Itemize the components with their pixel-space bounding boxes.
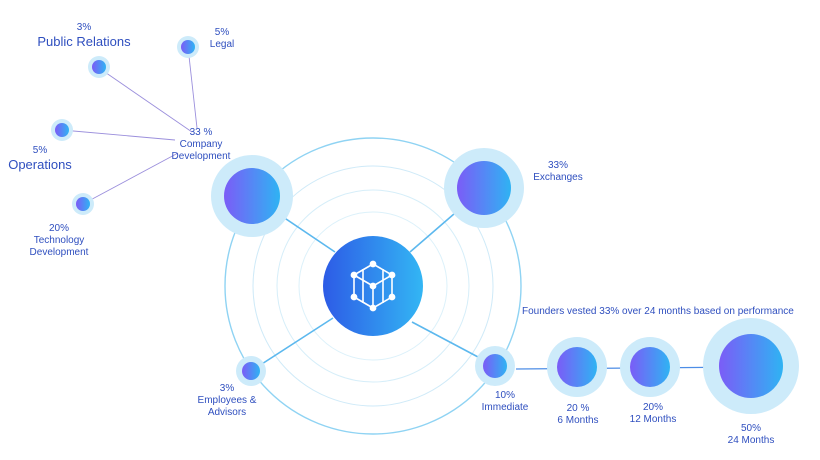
label-vest-6-pct: 20 %	[566, 403, 590, 414]
label-founders-note: Founders vested 33% over 24 months based…	[522, 306, 802, 318]
label-public-relations-name: Public Relations	[37, 34, 131, 49]
label-immediate-name: Immediate	[481, 402, 529, 413]
node-immediate	[475, 346, 515, 386]
branch-lines	[61, 46, 198, 205]
label-legal: 5% Legal	[200, 27, 244, 51]
node-exchanges	[444, 148, 524, 228]
label-vest-24-pct: 50%	[740, 423, 761, 434]
label-vest-24-name: 24 Months	[727, 435, 775, 446]
label-exchanges-pct: 33%	[547, 160, 568, 171]
label-vest-12-pct: 20%	[642, 402, 663, 413]
label-public-relations: 3% Public Relations	[34, 22, 134, 49]
node-legal	[177, 36, 199, 58]
spoke-employees	[250, 317, 334, 372]
label-company-development-line2: Development	[171, 151, 231, 162]
label-technology-development: 20% Technology Development	[18, 223, 100, 259]
label-vest-12-name: 12 Months	[629, 414, 677, 425]
line-operations	[61, 129, 176, 141]
node-employees-advisors	[236, 356, 266, 386]
node-vest-6-months	[547, 337, 607, 397]
outer-ring	[224, 137, 522, 435]
label-operations-name: Operations	[8, 157, 72, 172]
node-vest-24-months	[703, 318, 799, 414]
line-public-relations	[98, 67, 193, 133]
ring-2	[252, 165, 494, 407]
label-technology-development-pct: 20%	[48, 223, 69, 234]
label-technology-development-line2: Development	[29, 247, 89, 258]
label-company-development-pct: 33 %	[189, 127, 213, 138]
label-vest-12-months: 20% 12 Months	[620, 402, 686, 426]
hub	[323, 236, 423, 336]
line-technology	[82, 152, 179, 205]
label-vest-24-months: 50% 24 Months	[718, 423, 784, 447]
label-vest-6-name: 6 Months	[557, 415, 599, 426]
label-technology-development-line1: Technology	[33, 235, 85, 246]
label-founders-note-text: Founders vested 33% over 24 months based…	[522, 306, 794, 317]
label-company-development-line1: Company	[179, 139, 223, 150]
label-employees-advisors-line2: Advisors	[207, 407, 247, 418]
label-legal-name: Legal	[209, 39, 235, 50]
label-company-development: 33 % Company Development	[158, 127, 244, 163]
node-technology	[72, 193, 94, 215]
label-operations: 5% Operations	[0, 145, 80, 172]
node-vest-12-months	[620, 337, 680, 397]
label-exchanges-name: Exchanges	[533, 172, 583, 183]
line-legal	[187, 46, 198, 129]
node-operations	[51, 119, 73, 141]
concentric-rings	[224, 137, 522, 435]
label-legal-pct: 5%	[214, 27, 230, 38]
node-public-relations	[88, 56, 110, 78]
label-employees-advisors-line1: Employees &	[197, 395, 257, 406]
label-immediate-pct: 10%	[494, 390, 515, 401]
ring-4	[298, 211, 448, 361]
label-public-relations-pct: 3%	[76, 22, 92, 33]
node-company-development	[211, 155, 293, 237]
label-employees-advisors: 3% Employees & Advisors	[186, 383, 268, 419]
label-exchanges: 33% Exchanges	[526, 160, 590, 184]
label-employees-advisors-pct: 3%	[219, 383, 235, 394]
ring-3	[276, 189, 470, 383]
cube-network-icon	[350, 260, 396, 312]
label-immediate: 10% Immediate	[470, 390, 540, 414]
label-vest-6-months: 20 % 6 Months	[547, 403, 609, 427]
label-operations-pct: 5%	[32, 145, 48, 156]
